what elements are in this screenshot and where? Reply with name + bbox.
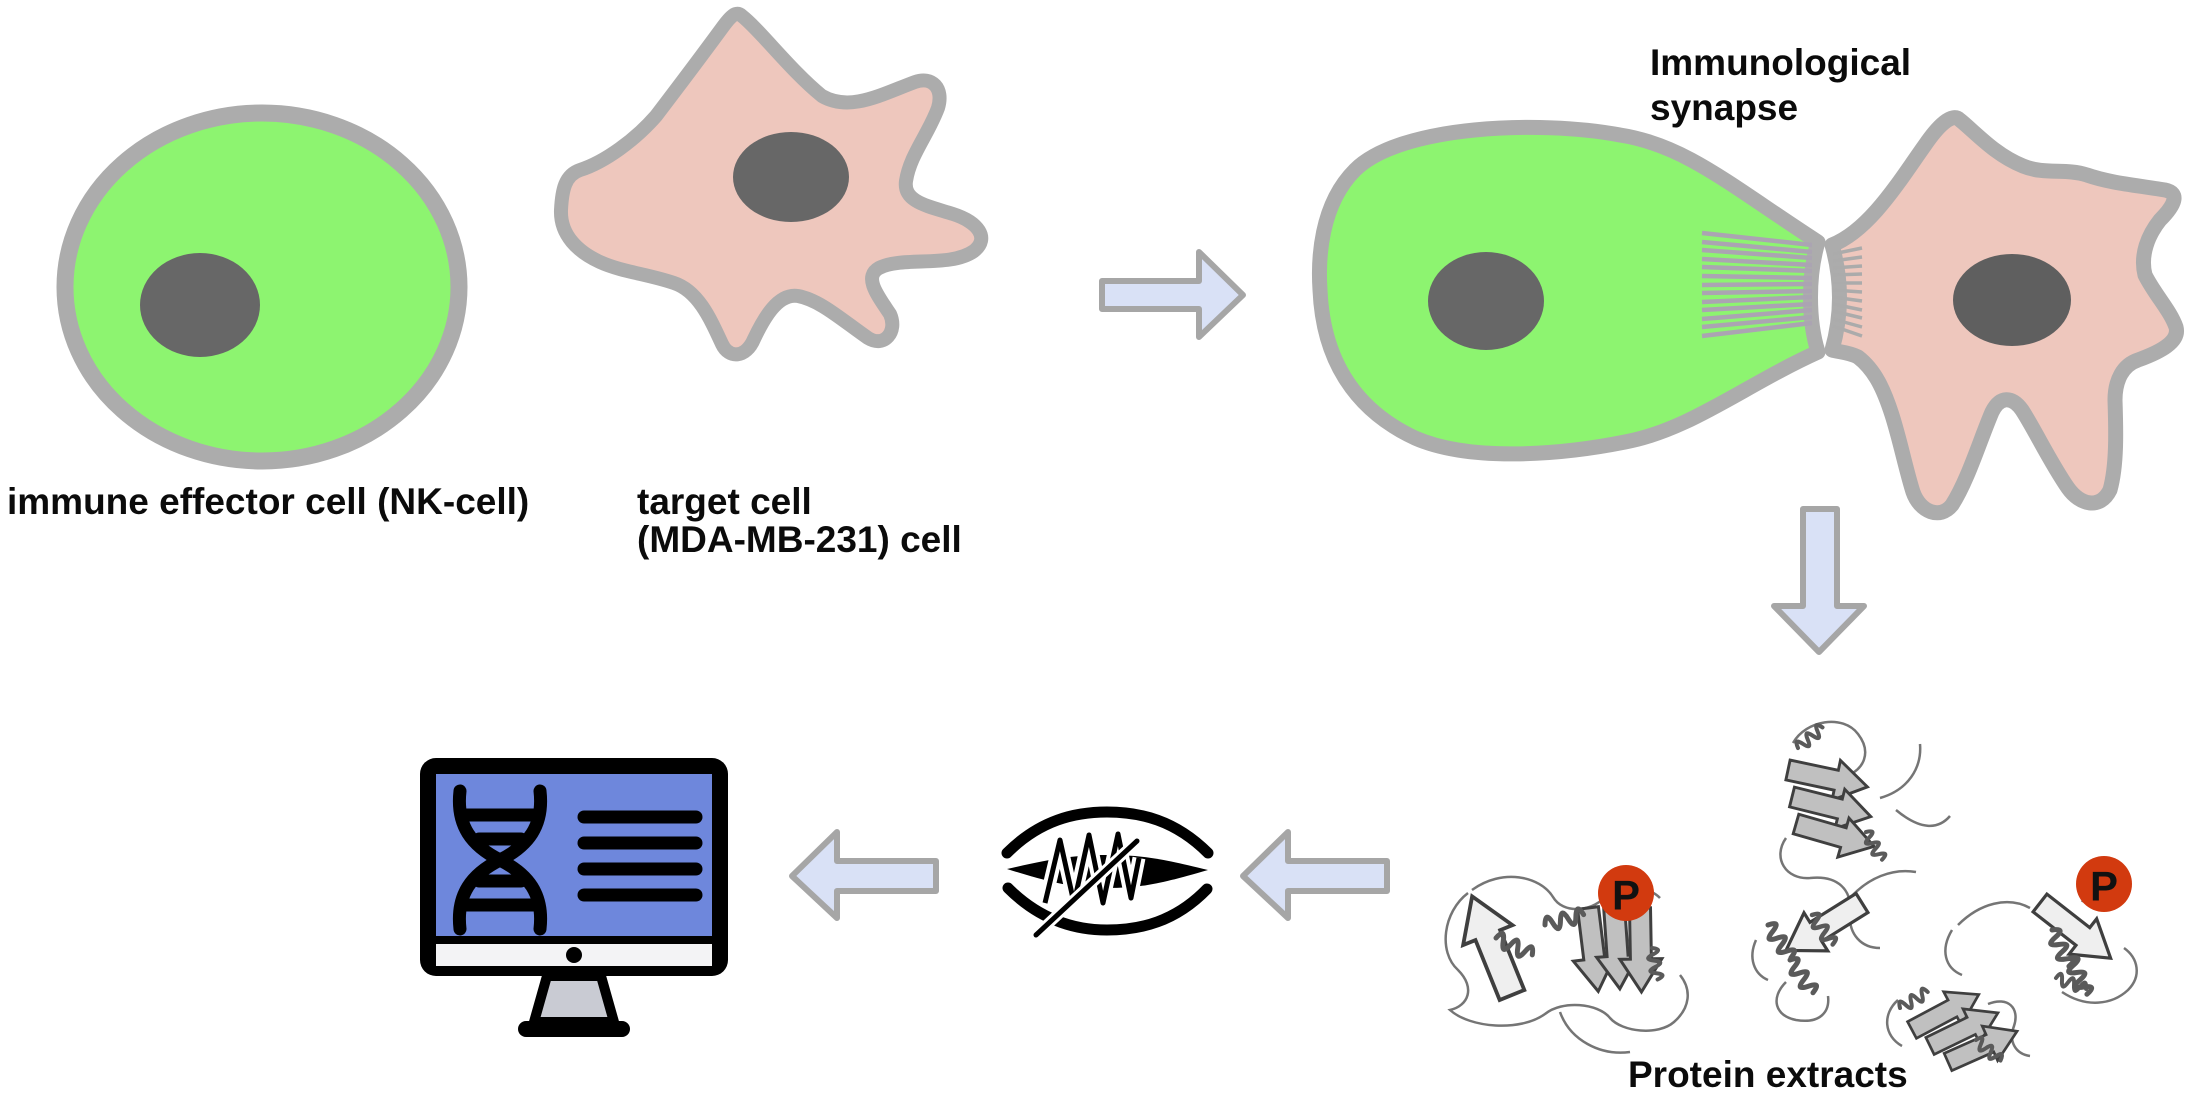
target-cell-label: target cell (MDA-MB-231) cell <box>637 483 962 559</box>
arrow-down-icon <box>1771 506 1867 655</box>
phospho-badge <box>1598 865 1654 921</box>
monitor-screen <box>436 774 712 936</box>
protein-ribbon-top <box>1779 720 1951 950</box>
protein-ribbon-left: P <box>1444 865 1689 1054</box>
synapse-nk-nucleus <box>1428 252 1544 350</box>
mass-spectrometer-icon <box>1001 806 1214 940</box>
protein-ribbon-middle <box>1751 869 1917 1023</box>
protein-ribbon-bottom <box>1886 976 2031 1081</box>
protein-loops <box>1886 999 2031 1058</box>
protein-loops <box>1779 720 1951 950</box>
nk-cell-membrane <box>56 104 468 470</box>
target-cell-nucleus <box>733 132 849 222</box>
phospho-badge-letter: P <box>1612 872 1640 919</box>
nk-cell <box>56 104 468 470</box>
immunological-synapse <box>1311 110 2184 521</box>
monitor-icon <box>420 758 728 1037</box>
synapse-label-line1: Immunological <box>1650 42 1912 83</box>
monitor-power-dot <box>566 947 582 963</box>
dna-icon <box>452 784 548 936</box>
target-cell <box>554 6 989 362</box>
protein-ribbon-right: P <box>1944 856 2138 1004</box>
arrow-left-shape <box>789 829 939 921</box>
immunological-synapse-label: Immunological synapse <box>1650 40 1911 130</box>
beta-strand-icon <box>1445 884 1539 1007</box>
target-cell-label-line1: target cell <box>637 481 812 522</box>
synapse-filaments-effector <box>1701 230 1813 339</box>
protein-extracts-label: Protein extracts <box>1628 1054 1908 1095</box>
synapse-nk-cell <box>1311 119 1826 462</box>
monitor-stand <box>529 971 619 1027</box>
synapse-filaments-target <box>1832 246 1863 338</box>
phospho-badge-letter: P <box>2090 863 2118 910</box>
nk-cell-label: immune effector cell (NK-cell) <box>7 481 530 522</box>
arrow-right-icon <box>1099 249 1246 340</box>
arrow-left-shape <box>1240 829 1390 921</box>
arrow-left-icon <box>789 829 939 921</box>
mass-spec-top-band <box>1001 806 1214 859</box>
mass-spec-bottom-band <box>1002 882 1213 936</box>
target-cell-label-line2: (MDA-MB-231) cell <box>637 519 962 560</box>
protein-extracts: P <box>1444 720 2138 1081</box>
arrow-left-icon <box>1240 829 1390 921</box>
mass-spec-needle <box>1032 836 1141 940</box>
report-lines-icon <box>577 810 703 902</box>
mass-spec-coil <box>1038 827 1146 910</box>
arrow-right-shape <box>1099 249 1246 340</box>
synapse-label-line2: synapse <box>1650 87 1799 128</box>
phospho-badge <box>2076 856 2132 912</box>
arrow-down-shape <box>1771 506 1867 655</box>
nk-cell-nucleus <box>140 253 260 357</box>
synapse-target-nucleus <box>1953 254 2071 346</box>
